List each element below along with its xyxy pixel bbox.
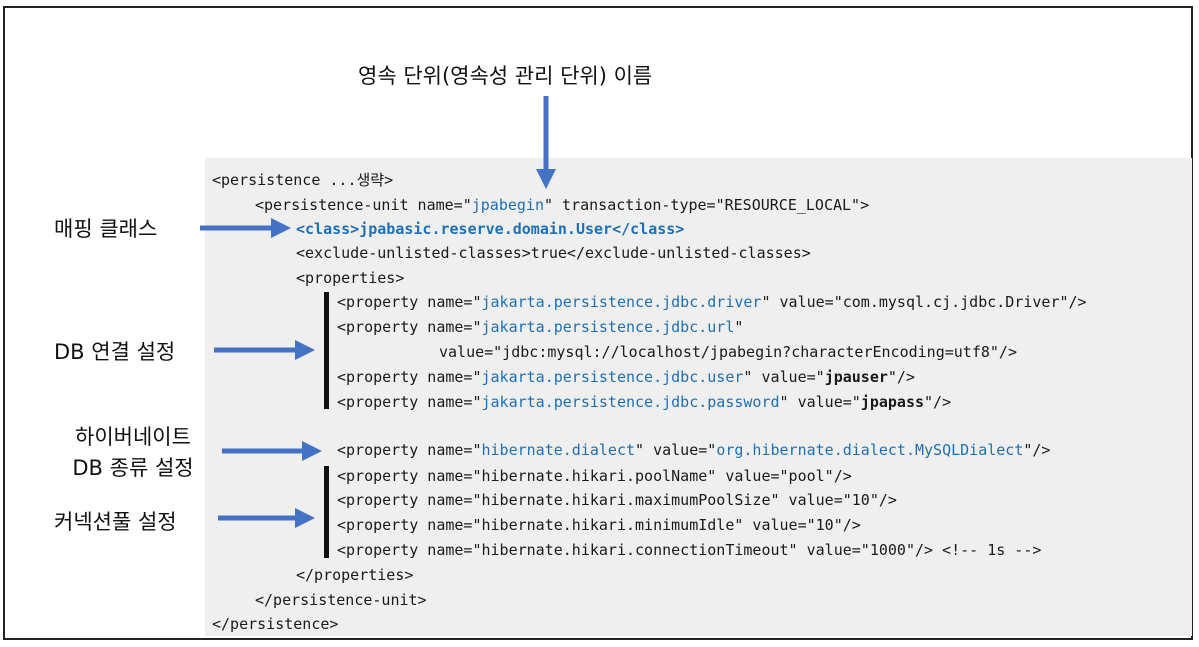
code-text: "/> xyxy=(1023,441,1051,459)
code-line-hikari-poolname: <property name="hibernate.hikari.poolNam… xyxy=(337,467,852,485)
code-line-persistence-unit-close: </persistence-unit> xyxy=(255,591,427,609)
code-text: " value=" xyxy=(635,441,717,459)
property-name-value: hibernate.dialect xyxy=(481,441,636,459)
unit-name-label: 영속 단위(영속성 관리 단위) 이름 xyxy=(358,64,653,88)
code-line-hibernate-dialect: <property name="hibernate.dialect" value… xyxy=(337,440,1050,460)
code-text: <property name=" xyxy=(337,293,482,311)
hibernate-dialect-label-line1: 하이버네이트 xyxy=(75,425,191,449)
code-line-persistence-close: </persistence> xyxy=(212,615,339,633)
code-text: "/> xyxy=(887,368,915,386)
slide-frame xyxy=(3,6,1193,640)
code-line-jdbc-user: <property name="jakarta.persistence.jdbc… xyxy=(337,367,915,387)
code-text: <persistence-unit name=" xyxy=(255,196,472,214)
code-line-jdbc-url: <property name="jakarta.persistence.jdbc… xyxy=(337,317,743,337)
property-name-value: jakarta.persistence.jdbc.user xyxy=(481,368,744,386)
db-connection-label: DB 연결 설정 xyxy=(54,340,176,364)
code-line-hikari-timeout: <property name="hibernate.hikari.connect… xyxy=(337,541,1042,559)
mapping-class-label: 매핑 클래스 xyxy=(54,217,158,241)
code-text: " value=" xyxy=(743,368,825,386)
code-text: "/> xyxy=(924,393,952,411)
code-text: " value="com.mysql.cj.jdbc.Driver"/> xyxy=(761,293,1087,311)
code-line-hikari-max-pool: <property name="hibernate.hikari.maximum… xyxy=(337,491,897,509)
code-line-persistence-open: <persistence ...생략> xyxy=(212,171,394,189)
code-line-hikari-min-idle: <property name="hibernate.hikari.minimum… xyxy=(337,516,861,534)
property-value-bold: jpauser xyxy=(824,368,888,386)
code-panel xyxy=(205,158,1192,636)
property-name-value: jakarta.persistence.jdbc.password xyxy=(481,393,780,411)
code-line-jdbc-driver: <property name="jakarta.persistence.jdbc… xyxy=(337,292,1087,312)
connection-pool-label: 커넥션풀 설정 xyxy=(54,510,177,534)
code-text: " transaction-type="RESOURCE_LOCAL"> xyxy=(544,196,870,214)
code-text: " xyxy=(734,318,744,336)
db-connection-group-bar xyxy=(324,292,329,409)
code-text: " value=" xyxy=(779,393,861,411)
code-line-properties-open: <properties> xyxy=(296,269,405,287)
property-value-bold: jpapass xyxy=(860,393,925,411)
code-text: <property name=" xyxy=(337,368,482,386)
code-text: <property name=" xyxy=(337,318,482,336)
code-line-exclude-unlisted: <exclude-unlisted-classes>true</exclude-… xyxy=(296,244,811,262)
hibernate-dialect-label-line2: DB 종류 설정 xyxy=(72,456,194,480)
code-text: <property name=" xyxy=(337,393,482,411)
code-line-properties-close: </properties> xyxy=(296,566,414,584)
unit-name-value: jpabegin xyxy=(471,196,544,214)
code-line-class: <class>jpabasic.reserve.domain.User</cla… xyxy=(296,220,685,238)
property-name-value: jakarta.persistence.jdbc.url xyxy=(481,318,735,336)
code-line-persistence-unit: <persistence-unit name="jpabegin" transa… xyxy=(255,195,869,215)
connection-pool-group-bar xyxy=(324,466,329,558)
code-line-jdbc-url-value: value="jdbc:mysql://localhost/jpabegin?c… xyxy=(439,343,1017,361)
property-value-highlight: org.hibernate.dialect.MySQLDialect xyxy=(716,441,1024,459)
property-name-value: jakarta.persistence.jdbc.driver xyxy=(481,293,762,311)
code-line-jdbc-password: <property name="jakarta.persistence.jdbc… xyxy=(337,392,951,412)
code-text: <property name=" xyxy=(337,441,482,459)
